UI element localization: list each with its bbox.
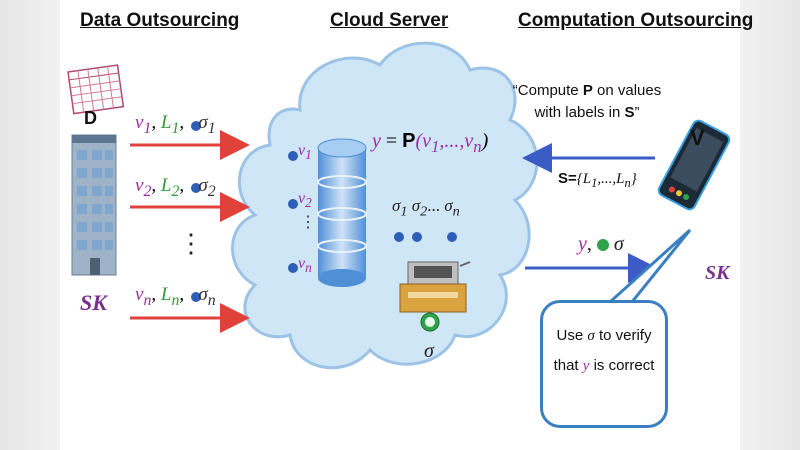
client-secret-key-label: SK xyxy=(80,290,107,315)
request-quote: “Compute P on values with labels in S” xyxy=(512,82,662,121)
database-icon xyxy=(317,138,367,287)
smartphone-icon xyxy=(657,119,731,211)
label-set: S={L1,...,Ln} xyxy=(558,170,637,190)
response-label: y, σ xyxy=(578,233,624,255)
calendar-icon xyxy=(67,64,125,115)
cloud-shape xyxy=(231,41,539,370)
green-ribbon-icon xyxy=(596,239,609,252)
message-label-1: v1, L1, σ1 xyxy=(135,112,216,137)
sigma-list: σ1 σ2... σn xyxy=(392,196,460,220)
heading-cloud-server: Cloud Server xyxy=(330,10,449,31)
db-label-v1: v1 xyxy=(298,142,312,163)
heading-computation-outsourcing: Computation Outsourcing xyxy=(518,10,754,31)
left-margin xyxy=(0,0,60,450)
office-building-icon xyxy=(71,134,117,276)
heading-data-outsourcing: Data Outsourcing xyxy=(80,10,240,31)
message-label-2: v2, L2, σ2 xyxy=(135,175,216,200)
db-label-dots: ⋮ xyxy=(300,214,316,231)
verifier-secret-key-label: SK xyxy=(705,262,730,284)
message-ellipsis: ⋮ xyxy=(178,228,204,258)
message-label-n: vn, Ln, σn xyxy=(135,284,216,309)
cloud-formula: y = P(v1,...,vn) xyxy=(372,130,489,156)
db-label-vn: vn xyxy=(298,255,312,276)
verify-callout: Use σ to verify that y is correct xyxy=(540,300,668,428)
printer-machine-icon xyxy=(399,261,471,332)
right-margin xyxy=(740,0,800,450)
cloud-output-sigma: σ xyxy=(424,340,434,362)
data-label: D xyxy=(84,108,97,128)
db-label-v2: v2 xyxy=(298,190,312,211)
verifier-label: V xyxy=(690,125,705,150)
ribbon-badge-icons xyxy=(191,121,457,302)
